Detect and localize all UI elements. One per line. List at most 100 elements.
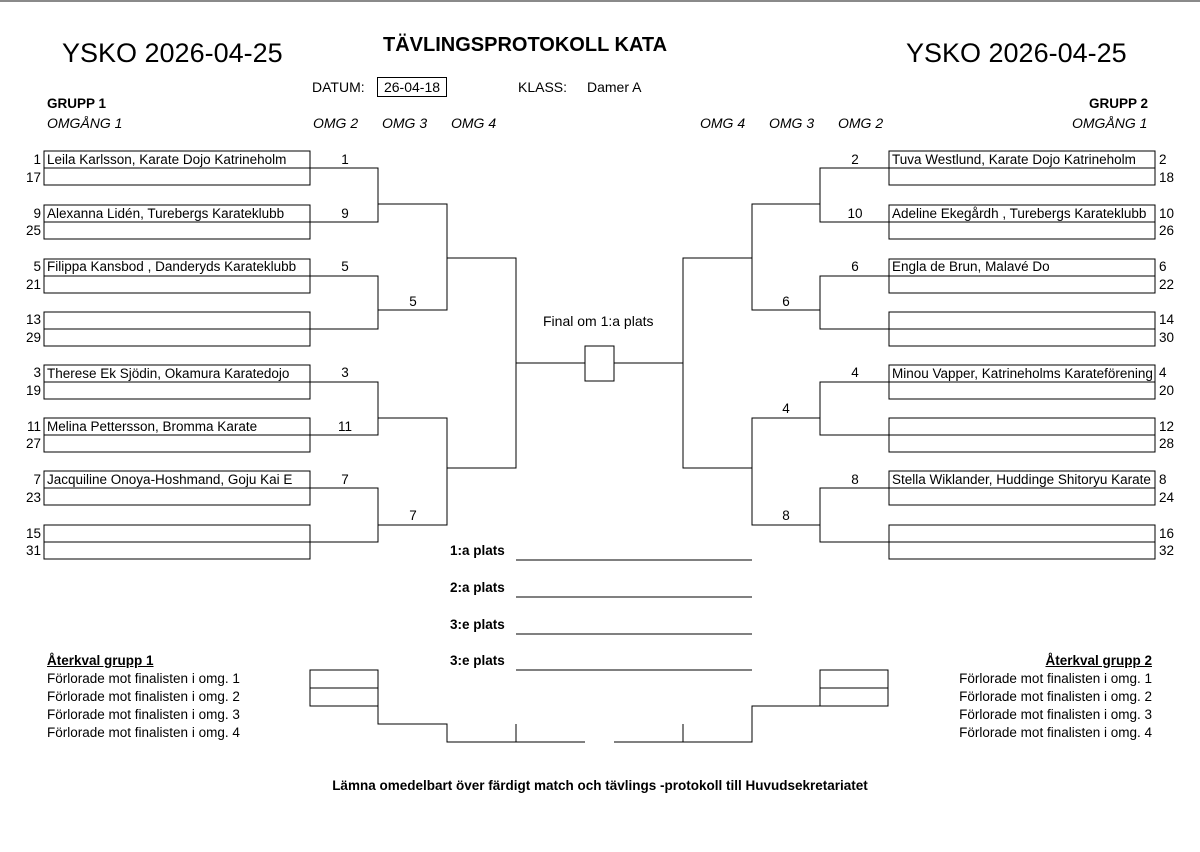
group2-omg2-label: OMG 2 bbox=[838, 115, 884, 131]
g1-entry-name[interactable] bbox=[45, 526, 309, 542]
date-value-box[interactable]: 26-04-18 bbox=[377, 77, 447, 97]
g1-entry-num: 3 bbox=[33, 365, 41, 380]
g1-entry-name[interactable] bbox=[45, 383, 309, 399]
g1-entry-num: 15 bbox=[25, 526, 41, 541]
g2-entry-name[interactable] bbox=[890, 526, 1154, 542]
page-title: TÄVLINGSPROTOKOLL KATA bbox=[383, 34, 668, 56]
g1-entry-name[interactable] bbox=[45, 436, 309, 452]
g1-omg2-winner[interactable]: 9 bbox=[341, 206, 349, 221]
g2-omg3-winner[interactable]: 6 bbox=[782, 294, 790, 309]
g1-omg2-winner[interactable]: 1 bbox=[341, 152, 349, 167]
g1-entry-name[interactable]: Jacquiline Onoya-Hoshmand, Goju Kai E bbox=[47, 472, 293, 487]
g2-entry-name[interactable]: Engla de Brun, Malavé Do bbox=[892, 259, 1050, 274]
g2-entry-name[interactable] bbox=[890, 330, 1154, 346]
g1-entry-num: 23 bbox=[25, 490, 41, 505]
g2-entry-name[interactable] bbox=[890, 489, 1154, 505]
g1-entry-num: 27 bbox=[25, 436, 41, 451]
g2-entry-name[interactable] bbox=[890, 543, 1154, 559]
g1-entry-name[interactable] bbox=[45, 169, 309, 185]
g1-entry-name[interactable]: Alexanna Lidén, Turebergs Karateklubb bbox=[47, 206, 285, 221]
repechage-group1-row: Förlorade mot finalisten i omg. 1 bbox=[47, 671, 240, 686]
repechage-group1-title: Återkval grupp 1 bbox=[47, 653, 154, 668]
g1-entry-name[interactable]: Therese Ek Sjödin, Okamura Karatedojo bbox=[47, 366, 290, 381]
g1-omg3-winner[interactable]: 7 bbox=[409, 508, 417, 523]
g2-entry-name[interactable] bbox=[890, 277, 1154, 293]
g1-entry-name[interactable]: Melina Pettersson, Bromma Karate bbox=[47, 419, 258, 434]
g2-entry-num: 12 bbox=[1159, 419, 1175, 434]
g2-entry-num: 20 bbox=[1159, 383, 1175, 398]
g2-entry-num: 16 bbox=[1159, 526, 1175, 541]
repechage-group2-row: Förlorade mot finalisten i omg. 3 bbox=[959, 707, 1152, 722]
repechage-group2-row: Förlorade mot finalisten i omg. 4 bbox=[959, 725, 1152, 740]
g1-omg2-winner[interactable]: 7 bbox=[341, 472, 349, 487]
g2-entry-num: 26 bbox=[1159, 223, 1175, 238]
g2-omg3-winner[interactable]: 8 bbox=[782, 508, 790, 523]
g2-entry-name[interactable] bbox=[890, 313, 1154, 329]
g1-entry-num: 25 bbox=[25, 223, 41, 238]
group1-round1-label: OMGÅNG 1 bbox=[47, 115, 123, 131]
placement-field-2[interactable] bbox=[516, 581, 752, 597]
placement-label-3b: 3:e plats bbox=[450, 653, 505, 668]
footer-note: Lämna omedelbart över färdigt match och … bbox=[332, 778, 868, 793]
g1-entry-name[interactable] bbox=[45, 277, 309, 293]
g1-entry-num: 1 bbox=[33, 152, 41, 167]
group2-omg4-label: OMG 4 bbox=[700, 115, 746, 131]
g2-entry-name[interactable] bbox=[890, 169, 1154, 185]
final-winner-box[interactable] bbox=[586, 347, 613, 380]
g2-entry-num: 30 bbox=[1159, 330, 1175, 345]
g2-entry-num: 6 bbox=[1159, 259, 1167, 274]
g1-entry-name[interactable] bbox=[45, 313, 309, 329]
g1-entry-num: 9 bbox=[33, 206, 41, 221]
group2-title: GRUPP 2 bbox=[1089, 96, 1149, 111]
g2-entry-name[interactable] bbox=[890, 383, 1154, 399]
group1-title: GRUPP 1 bbox=[47, 96, 107, 111]
g1-entry-num: 17 bbox=[25, 170, 41, 185]
g1-omg3-winner[interactable]: 5 bbox=[409, 294, 417, 309]
g2-entry-name[interactable]: Adeline Ekegårdh , Turebergs Karateklubb bbox=[892, 206, 1147, 221]
g2-entry-name[interactable]: Tuva Westlund, Karate Dojo Katrineholm bbox=[892, 152, 1136, 167]
g1-entry-name[interactable]: Filippa Kansbod , Danderyds Karateklubb bbox=[47, 259, 297, 274]
repechage-group1-row: Förlorade mot finalisten i omg. 2 bbox=[47, 689, 240, 704]
placement-field-1[interactable] bbox=[516, 544, 752, 560]
g1-entry-num: 21 bbox=[25, 277, 41, 292]
g1-entry-name[interactable]: Leila Karlsson, Karate Dojo Katrineholm bbox=[47, 152, 287, 167]
g1-entry-num: 29 bbox=[25, 330, 41, 345]
g2-entry-name[interactable]: Stella Wiklander, Huddinge Shitoryu Kara… bbox=[892, 472, 1151, 487]
placement-label-1: 1:a plats bbox=[450, 543, 505, 558]
g2-entry-num: 28 bbox=[1159, 436, 1175, 451]
g2-omg2-winner[interactable]: 8 bbox=[851, 472, 859, 487]
group1-omg3-label: OMG 3 bbox=[382, 115, 428, 131]
g1-entry-num: 11 bbox=[26, 419, 41, 434]
right-event-title: YSKO 2026-04-25 bbox=[906, 38, 1127, 68]
g2-entry-num: 32 bbox=[1159, 543, 1175, 558]
g1-entry-name[interactable] bbox=[45, 489, 309, 505]
placement-field-3a[interactable] bbox=[516, 618, 752, 634]
class-label: KLASS: bbox=[518, 79, 568, 95]
g2-omg3-winner[interactable]: 4 bbox=[782, 401, 790, 416]
g2-entry-name[interactable] bbox=[890, 436, 1154, 452]
g2-omg2-winner[interactable]: 6 bbox=[851, 259, 859, 274]
g2-entry-num: 2 bbox=[1159, 152, 1167, 167]
g1-omg2-winner[interactable]: 5 bbox=[341, 259, 349, 274]
g2-omg2-winner[interactable]: 10 bbox=[847, 206, 863, 221]
g1-entry-name[interactable] bbox=[45, 330, 309, 346]
g1-entry-name[interactable] bbox=[45, 543, 309, 559]
group1-omg2-label: OMG 2 bbox=[313, 115, 359, 131]
g2-omg2-winner[interactable]: 4 bbox=[851, 365, 859, 380]
g1-entry-name[interactable] bbox=[45, 223, 309, 239]
g2-entry-num: 22 bbox=[1159, 277, 1175, 292]
g1-entry-num: 13 bbox=[25, 312, 41, 327]
g2-omg2-winner[interactable]: 2 bbox=[851, 152, 859, 167]
g2-entry-name[interactable] bbox=[890, 223, 1154, 239]
g2-entry-name[interactable]: Minou Vapper, Katrineholms Karateförenin… bbox=[892, 366, 1153, 381]
placement-field-3b[interactable] bbox=[516, 654, 752, 670]
group2-omg3-label: OMG 3 bbox=[769, 115, 815, 131]
final-label: Final om 1:a plats bbox=[543, 313, 654, 329]
g2-entry-name[interactable] bbox=[890, 419, 1154, 435]
g1-omg2-winner[interactable]: 11 bbox=[337, 419, 352, 434]
g1-omg2-winner[interactable]: 3 bbox=[341, 365, 349, 380]
g2-entry-num: 8 bbox=[1159, 472, 1167, 487]
g1-entry-num: 5 bbox=[33, 259, 41, 274]
repechage-group1-row: Förlorade mot finalisten i omg. 4 bbox=[47, 725, 240, 740]
